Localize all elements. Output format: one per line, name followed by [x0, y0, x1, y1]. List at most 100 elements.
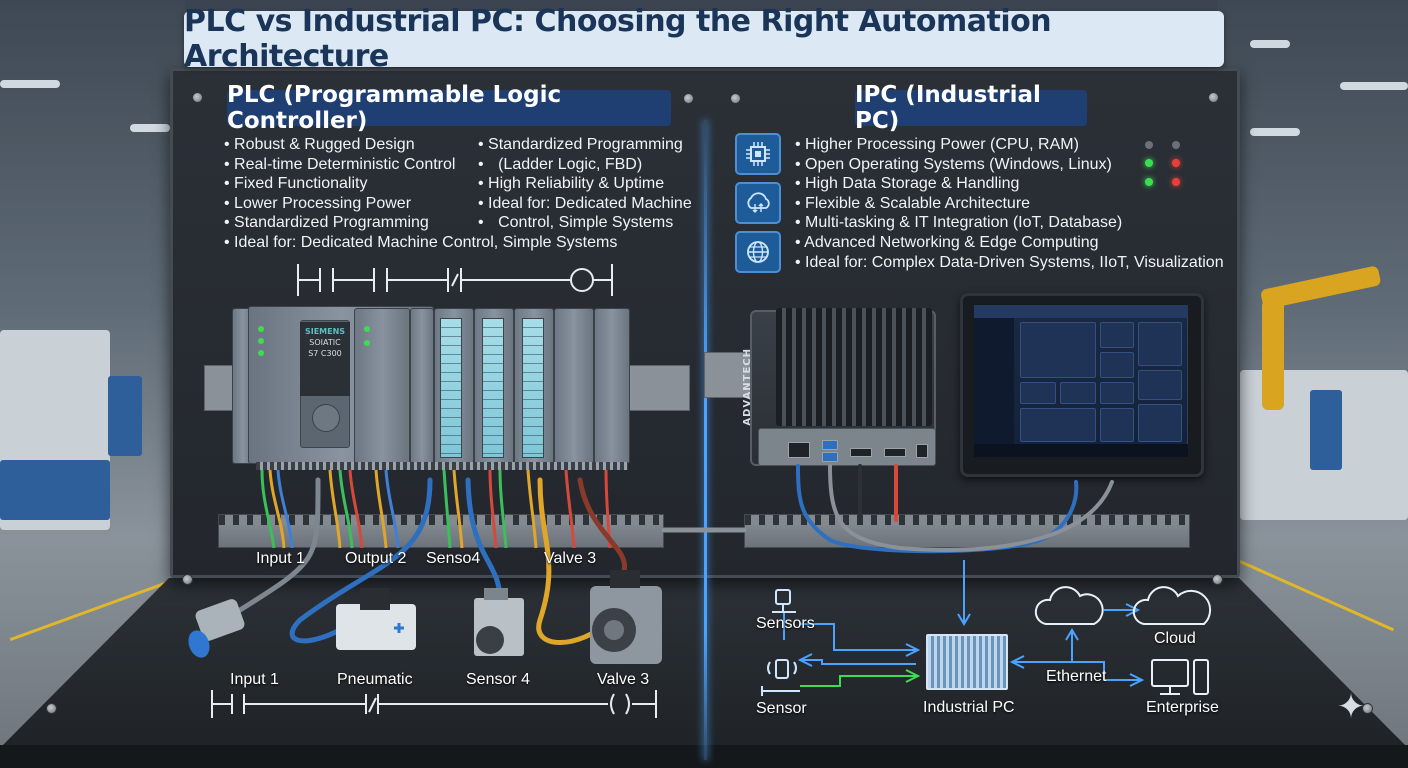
usb-port[interactable]	[822, 440, 838, 450]
industrial-pc-icon	[926, 634, 1008, 690]
list-item: Flexible & Scalable Architecture	[795, 194, 1224, 214]
hmi-taskbar	[974, 444, 1188, 457]
plc-io-module	[594, 308, 630, 464]
cloud-icon	[1132, 586, 1212, 625]
cloud-label: Cloud	[1154, 630, 1196, 647]
device-label: Input 1	[230, 671, 279, 688]
cloud-icon	[1034, 586, 1104, 625]
ipc-heatsink	[776, 308, 932, 426]
list-item: Multi-tasking & IT Integration (IoT, Dat…	[795, 213, 1224, 233]
hdmi-port[interactable]	[884, 448, 906, 457]
page-title: PLC vs Industrial PC: Choosing the Right…	[184, 4, 1224, 74]
list-item-continuation: • (Ladder Logic, FBD)	[478, 155, 708, 175]
screw	[1362, 703, 1373, 714]
usb-port[interactable]	[822, 452, 838, 462]
hmi-bar-chart-card	[1138, 370, 1182, 400]
plc-feature-list-2: Standardized Programming • (Ladder Logic…	[478, 135, 708, 233]
wire-label: Output 2	[345, 550, 407, 567]
device-label: Sensor 4	[466, 671, 531, 688]
screw	[192, 92, 203, 103]
wire-label: Input 1	[256, 550, 305, 567]
status-led-red	[1172, 159, 1180, 167]
worker-figure	[108, 376, 142, 456]
hmi-kpi-card	[1100, 322, 1134, 348]
enterprise-computer-icon	[1151, 659, 1209, 695]
worker-figure	[1310, 390, 1342, 470]
ceiling-light	[0, 80, 60, 88]
globe-icon	[735, 231, 781, 273]
cloud-sync-icon	[735, 182, 781, 224]
list-item-continuation: • Control, Simple Systems	[478, 213, 708, 233]
list-item: Ideal for: Complex Data-Driven Systems, …	[795, 253, 1224, 273]
hdmi-port[interactable]	[850, 448, 872, 457]
screw	[1212, 574, 1223, 585]
screw	[730, 93, 741, 104]
robot-arm	[1262, 300, 1284, 410]
list-item: Fixed Functionality	[224, 174, 617, 194]
power-port[interactable]	[916, 444, 928, 458]
encoder-sensor-device	[474, 588, 524, 656]
ceiling-light	[1250, 128, 1300, 136]
ceiling-light	[130, 124, 170, 132]
list-item: Ideal for: Dedicated Machine	[478, 194, 708, 214]
plc-led	[258, 326, 264, 332]
device-label: Valve 3	[597, 671, 650, 688]
cnc-machine-base	[0, 460, 110, 520]
ipc-front-panel	[758, 428, 936, 466]
plc-feature-list: Robust & Rugged Design Real-time Determi…	[224, 135, 617, 253]
proximity-sensor-device	[188, 599, 245, 658]
list-item: Real-time Deterministic Control	[224, 155, 617, 175]
io-led-strip	[522, 318, 544, 458]
hmi-gauge-card	[1138, 322, 1182, 366]
plc-led	[364, 340, 370, 346]
plc-model-line1: SOIATIC	[309, 338, 341, 347]
status-led-off	[1145, 141, 1153, 149]
hmi-kpi-card	[1020, 382, 1056, 404]
list-item: Standardized Programming	[478, 135, 708, 155]
industrial-pc-label: Industrial PC	[923, 699, 1015, 716]
list-item: Standardized Programming	[224, 213, 617, 233]
hmi-kpi-card	[1100, 352, 1134, 378]
device-label: Pneumatic	[337, 671, 413, 688]
plc-io-module	[410, 308, 434, 464]
list-item: Robust & Rugged Design	[224, 135, 617, 155]
plc-io-module	[554, 308, 594, 464]
ceiling-light	[1250, 40, 1290, 48]
plc-cpu-display: SIEMENS SOIATIC S7 C300	[300, 322, 350, 396]
sensors-label: Sensors	[756, 615, 815, 632]
plc-led	[364, 326, 370, 332]
list-item: Ideal for: Dedicated Machine Control, Si…	[224, 233, 617, 253]
plc-led	[258, 350, 264, 356]
list-item-text: Control, Simple Systems	[498, 214, 674, 232]
ipc-feature-list: Higher Processing Power (CPU, RAM) Open …	[795, 135, 1224, 273]
wire-label: Senso4	[426, 550, 481, 567]
hmi-donut-card	[1138, 404, 1182, 442]
status-led-green	[1145, 159, 1153, 167]
plc-nav-keypad	[312, 404, 340, 432]
hmi-sidebar	[974, 318, 1014, 444]
cpu-chip-icon	[735, 133, 781, 175]
hmi-title-bar	[974, 305, 1188, 318]
screw	[683, 93, 694, 104]
plc-model-line2: S7 C300	[308, 349, 342, 358]
ethernet-label: Ethernet	[1046, 668, 1107, 685]
sensor-label: Sensor	[756, 700, 807, 717]
screw	[182, 574, 193, 585]
wire-label: Valve 3	[544, 550, 597, 567]
list-item: Advanced Networking & Edge Computing	[795, 233, 1224, 253]
list-item: Lower Processing Power	[224, 194, 617, 214]
list-item: High Data Storage & Handling	[795, 174, 1224, 194]
list-item: Higher Processing Power (CPU, RAM)	[795, 135, 1224, 155]
center-divider	[704, 120, 707, 760]
hmi-bar-chart-card	[1020, 408, 1096, 442]
ethernet-port[interactable]	[788, 442, 810, 458]
terminal-block	[256, 462, 628, 470]
hmi-line-chart-card	[1020, 322, 1096, 378]
pneumatic-valve-device	[336, 588, 416, 650]
list-item: High Reliability & Uptime	[478, 174, 708, 194]
servo-motor-device	[590, 570, 662, 664]
ceiling-light	[1340, 82, 1408, 90]
screw	[46, 703, 57, 714]
enterprise-label: Enterprise	[1146, 699, 1219, 716]
